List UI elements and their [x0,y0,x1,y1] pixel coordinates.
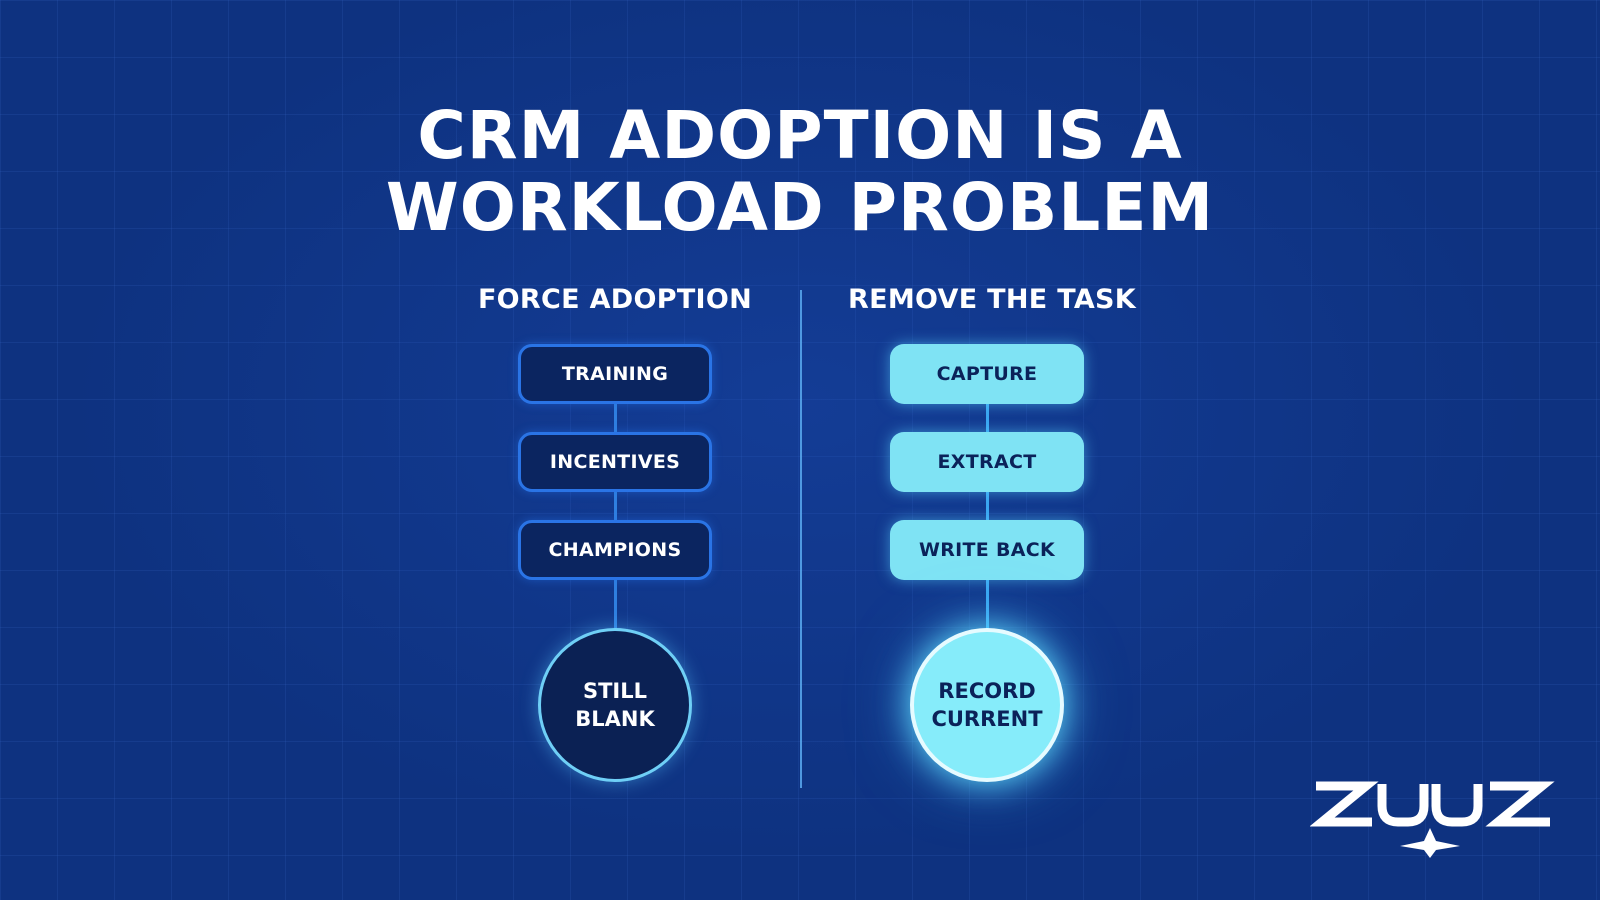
outcome-record-current-line-1: RECORD [938,679,1036,703]
connector-left-1 [614,403,617,433]
outcome-still-blank: STILL BLANK [538,628,692,782]
remove-the-task-header: REMOVE THE TASK [847,284,1136,315]
connector-right-1 [986,403,989,433]
title-line-1: CRM ADOPTION IS A [417,97,1183,174]
outcome-record-current: RECORD CURRENT [910,628,1064,782]
zuus-logo [1310,778,1560,858]
outcome-still-blank-line-2: BLANK [575,707,655,731]
step-extract: EXTRACT [890,432,1084,492]
connector-right-3 [986,579,989,629]
outcome-still-blank-line-1: STILL [582,679,648,703]
title-line-2: WORKLOAD PROBLEM [385,169,1215,246]
step-champions: CHAMPIONS [518,520,712,580]
step-capture: CAPTURE [890,344,1084,404]
connector-left-2 [614,491,617,521]
outcome-record-current-line-2: CURRENT [931,707,1043,731]
connector-left-3 [614,579,617,629]
page-title: CRM ADOPTION IS A WORKLOAD PROBLEM [0,100,1600,244]
step-training: TRAINING [518,344,712,404]
column-divider [800,290,802,788]
step-incentives: INCENTIVES [518,432,712,492]
connector-right-2 [986,491,989,521]
step-write-back: WRITE BACK [890,520,1084,580]
zuus-logo-mark [1310,781,1555,858]
force-adoption-header: FORCE ADOPTION [477,284,753,315]
